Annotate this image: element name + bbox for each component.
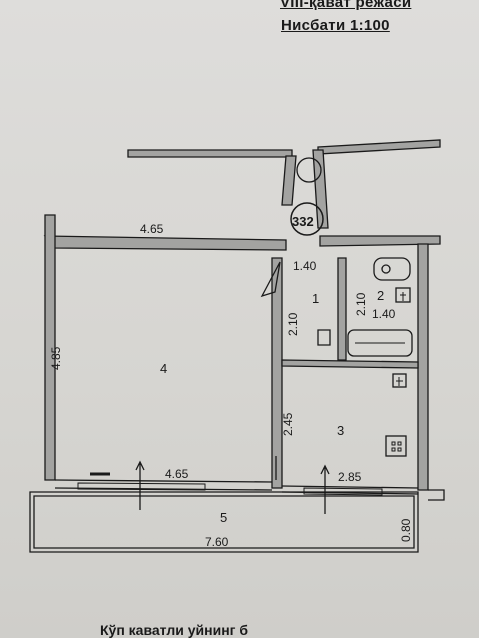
room4-window [77,482,206,491]
upper-wall-right [317,139,441,155]
bathtub [347,329,413,357]
entry-door [260,261,281,298]
footer-caption: Кўп каватли уйнинг б [100,622,249,638]
top-wall-right [319,235,441,247]
kitchen-window [303,487,383,496]
dim-corridor-width: 1.40 [293,259,317,273]
room4-arrow [135,460,145,510]
corridor-niche [317,329,331,346]
kitchen-bottom-wall [281,485,419,495]
dim-balcony-length: 7.60 [205,535,229,549]
stove [385,435,407,457]
dim-bath-width: 1.40 [372,307,396,321]
sink-drain [381,264,391,274]
entry-circle [296,157,322,183]
dim-kitchen-width: 2.85 [338,470,362,484]
toilet-box [395,287,411,303]
corridor-bath-wall [337,257,347,361]
room4-corridor-wall [271,257,283,489]
right-wall-ext [428,489,445,501]
entry-wall-right [312,149,329,229]
room-number-1: 1 [312,291,319,306]
dim-room4-top: 4.65 [140,222,164,236]
apartment-number-circle [290,202,324,236]
balcony-inner [33,495,415,549]
dim-corridor-length: 2.10 [286,312,300,336]
floor-plan-title: VIII-қават режаси [280,0,412,11]
kitchen-arrow [320,464,330,514]
dim-room4-bottom: 4.65 [165,467,189,481]
room-number-5: 5 [220,510,227,525]
dim-kitchen-depth: 2.45 [281,412,295,436]
dim-room4-height: 4.85 [49,346,63,370]
room-number-2: 2 [377,288,384,303]
corridor-kitchen-wall [281,359,419,369]
dim-bath-length: 2.10 [354,292,368,316]
room4-top-wall [43,235,287,251]
right-outer-wall [417,243,429,491]
dim-balcony-depth: 0.80 [399,518,413,542]
room-number-4: 4 [160,361,167,376]
sink [373,257,411,281]
room4-bottom-wall [54,479,273,491]
kitchen-sink [392,373,407,388]
apartment-number: 332 [292,214,314,229]
scale-label: Нисбати 1:100 [281,17,390,34]
room-number-3: 3 [337,423,344,438]
upper-wall-left [127,149,293,158]
entry-wall-left [281,155,297,206]
